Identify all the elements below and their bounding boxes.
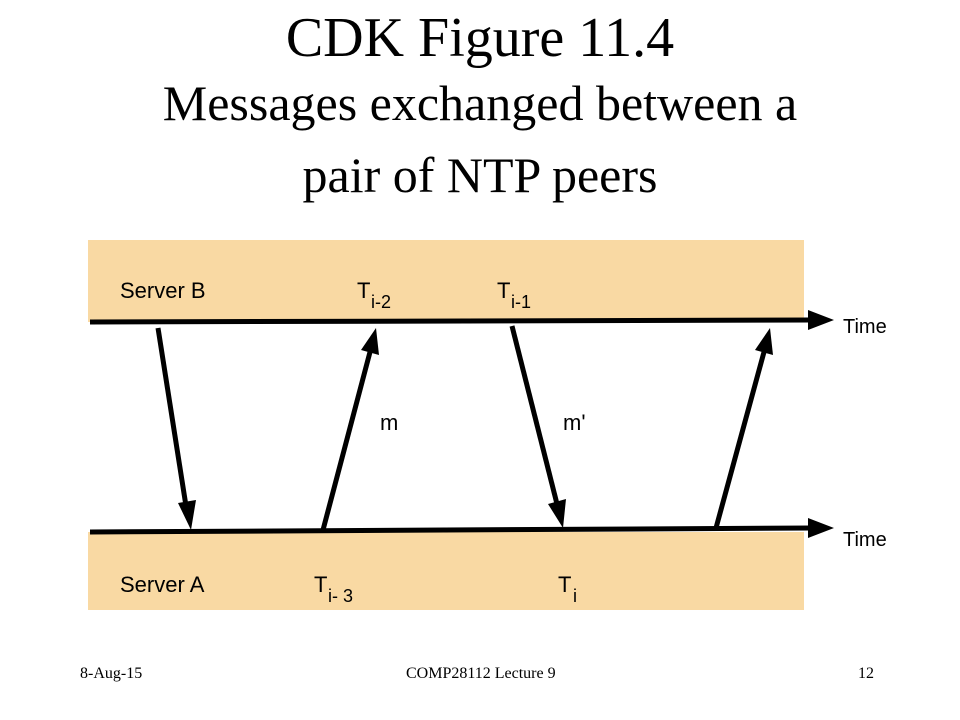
message-arrow-a-to-b-4 (713, 351, 767, 529)
message-m-prime-label: m' (563, 410, 586, 435)
message-m-prime-arrow (509, 325, 560, 505)
timestamp-t-i-minus-1-base: T (497, 278, 511, 303)
message-arrow-b-to-a-1-head (178, 500, 196, 530)
timestamp-t-i-minus-2-base: T (357, 278, 371, 303)
timestamp-t-i-minus-3-base: T (314, 572, 328, 597)
timestamp-t-i-subscript: i (573, 586, 577, 606)
server-b-timeline (89, 317, 813, 325)
server-a-time-arrowhead (808, 518, 834, 538)
message-arrow-a-to-b-4-head (755, 328, 773, 355)
server-b-time-arrowhead (808, 310, 834, 330)
footer-date: 8-Aug-15 (80, 665, 143, 682)
time-axis-label-bottom: Time (843, 529, 887, 551)
title-line-3: pair of NTP peers (302, 147, 658, 203)
footer-course: COMP28112 Lecture 9 (406, 665, 556, 682)
timestamp-t-i-minus-2-subscript: i-2 (371, 292, 392, 312)
server-a-label: Server A (120, 572, 205, 597)
server-b-label: Server B (120, 278, 206, 303)
time-axis-label-top: Time (843, 316, 887, 338)
message-m-arrowhead (361, 328, 379, 355)
message-m-arrow (320, 351, 373, 531)
timestamp-t-i-base: T (558, 572, 572, 597)
title-line-2: Messages exchanged between a (162, 75, 798, 131)
server-b-band (88, 240, 804, 322)
timestamp-t-i: T (558, 572, 571, 598)
message-m-label: m (380, 410, 399, 435)
timestamp-t-i-minus-1: T (497, 278, 510, 304)
footer-page-number: 12 (858, 665, 874, 682)
timestamp-t-i-minus-3-subscript: i- 3 (328, 586, 354, 606)
timestamp-t-i-minus-3: T (314, 572, 327, 598)
server-a-timeline (89, 525, 813, 535)
timestamp-t-i-minus-1-subscript: i-1 (511, 292, 532, 312)
message-m-prime-arrowhead (548, 499, 566, 528)
server-a-band (88, 532, 804, 610)
title-line-1: CDK Figure 11.4 (285, 7, 675, 69)
message-arrow-b-to-a-1 (155, 327, 189, 507)
timestamp-t-i-minus-2: T (357, 278, 370, 304)
